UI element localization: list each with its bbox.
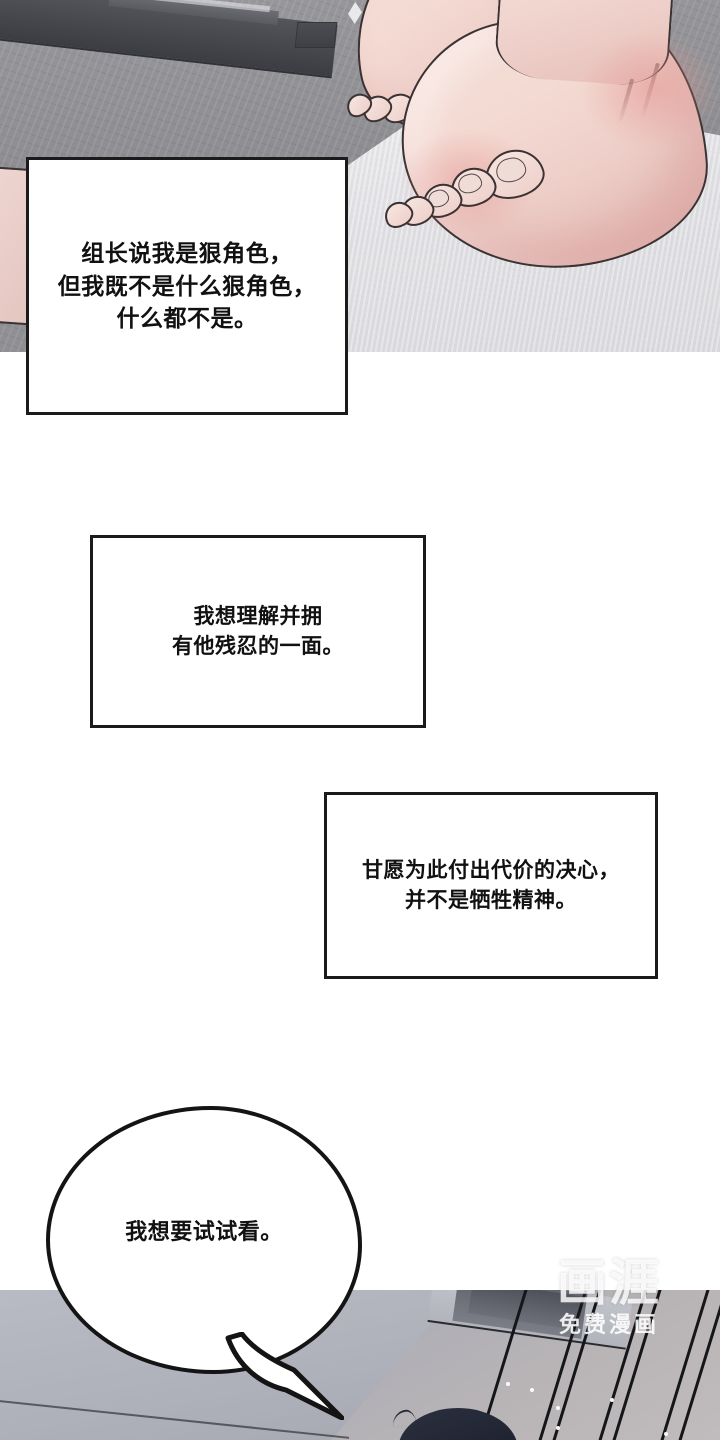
panel-top	[0, 0, 720, 352]
dust-mote-2	[530, 1388, 534, 1392]
speech-bubble-body	[46, 1106, 362, 1374]
caption-2-text: 我想理解并拥 有他残忍的一面。	[172, 604, 344, 658]
caption-1-text: 组长说我是狠角色， 但我既不是什么狠角色， 什么都不是。	[57, 240, 317, 332]
foot-front-toes	[379, 142, 550, 254]
caption-box-2: 我想理解并拥 有他残忍的一面。	[90, 535, 426, 728]
chair-foot-cap	[294, 22, 338, 48]
dust-mote-4	[610, 1398, 614, 1402]
dust-mote-6	[664, 1432, 668, 1436]
speech-bubble-tail	[225, 1332, 344, 1420]
speech-bubble: 我想要试试看。	[46, 1106, 390, 1420]
character-hair	[398, 1408, 518, 1440]
dust-mote-3	[556, 1406, 560, 1410]
caption-box-3: 甘愿为此付出代价的决心， 并不是牺牲精神。	[324, 792, 658, 979]
caption-3-text: 甘愿为此付出代价的决心， 并不是牺牲精神。	[362, 858, 620, 912]
dust-mote-1	[506, 1382, 510, 1386]
blind-line-6	[652, 1290, 715, 1440]
dust-mote-5	[556, 1426, 560, 1430]
blind-line-7	[670, 1290, 720, 1440]
speech-bubble-text: 我想要试试看。	[125, 1219, 283, 1244]
caption-box-1: 组长说我是狠角色， 但我既不是什么狠角色， 什么都不是。	[26, 157, 348, 415]
